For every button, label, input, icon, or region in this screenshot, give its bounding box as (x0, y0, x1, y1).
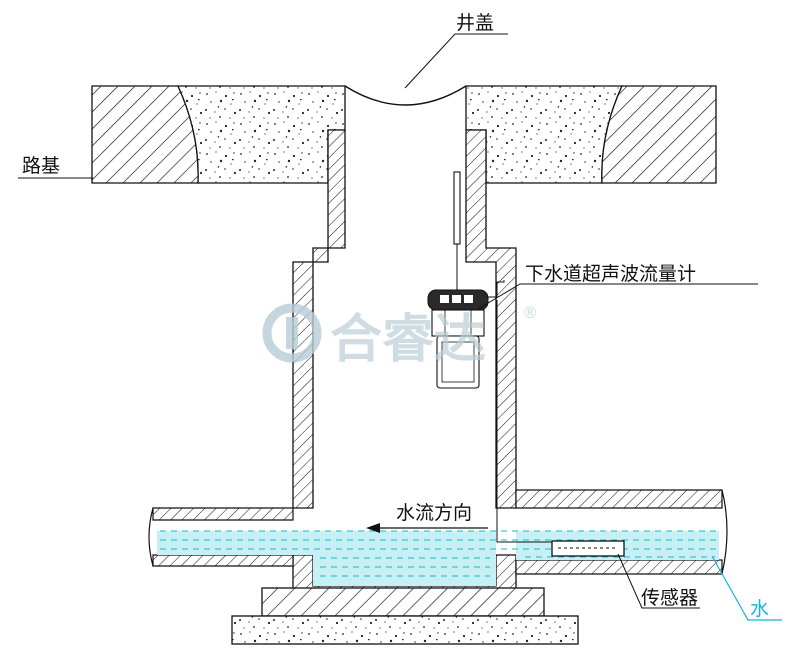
watermark-logo: 合睿达 ® (262, 303, 538, 370)
watermark-text: 合睿达 (330, 310, 486, 370)
pipes (148, 489, 728, 575)
label-flowmeter: 下水道超声波流量计 (525, 263, 696, 285)
label-roadbed: 路基 (22, 155, 60, 177)
leader-lines (18, 33, 758, 609)
road-slab (91, 85, 717, 184)
water-leader (711, 555, 782, 621)
watermark-mark: ® (522, 303, 538, 322)
label-water: 水 (750, 598, 769, 620)
foundation (231, 587, 579, 645)
label-well-cover: 井盖 (456, 12, 494, 34)
label-sensor: 传感器 (641, 587, 698, 609)
flowmeter-device (427, 171, 552, 543)
water-body (157, 530, 720, 586)
sensor-device (551, 540, 625, 557)
well-cover-shape (344, 85, 467, 106)
label-flow-direction: 水流方向 (396, 502, 472, 524)
flow-direction-arrow (366, 523, 488, 533)
